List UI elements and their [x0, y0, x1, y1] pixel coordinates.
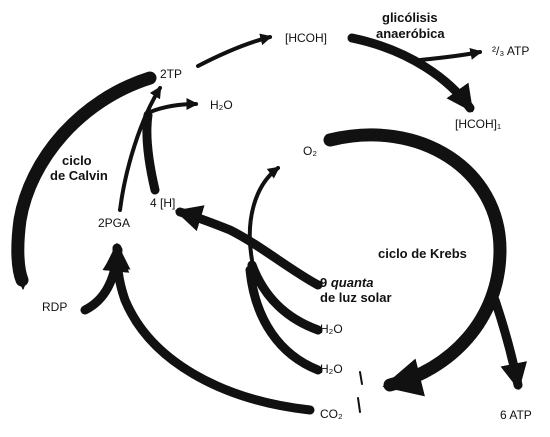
label-2tp: 2TP [160, 67, 182, 81]
label-o2: O₂ [303, 144, 317, 158]
arrow-4h-up [142, 110, 160, 195]
label-hcoh1: [HCOH]₁ [455, 117, 501, 131]
arrow-2tp-to-hcoh [196, 33, 273, 68]
break-mark-upper [359, 371, 363, 385]
label-quanta-1: 9 quanta [320, 275, 373, 290]
arrow-fan-h2o-mid [247, 260, 323, 335]
arrow-to-h2o-top [148, 98, 199, 114]
label-co2: CO₂ [320, 407, 343, 421]
arrow-fan-to-4h [174, 205, 323, 290]
label-glycolysis-2: anaeróbica [376, 26, 445, 41]
arrow-fan-h2o-low [245, 265, 323, 375]
label-six-atp: 6 ATP [500, 408, 532, 422]
label-4h: 4 [H] [150, 196, 175, 210]
arrow-co2-to-2pga [103, 242, 315, 415]
arrow-calvin-outer-arc [11, 71, 157, 287]
arrow-hcoh-to-hcoh1 [347, 33, 475, 113]
label-quanta-prefix: 9 [320, 275, 331, 290]
label-glycolysis-1: glicólisis [382, 10, 438, 25]
arrow-to-six-atp [490, 295, 528, 391]
label-calvin-2: de Calvin [50, 168, 108, 183]
break-mark-lower [357, 397, 361, 413]
label-2pga: 2PGA [98, 216, 130, 230]
label-rdp: RDP [42, 300, 67, 314]
arrow-fan-to-o2 [247, 166, 280, 262]
arrow-calvin-outer-tip [17, 264, 28, 290]
label-h2o-top: H₂O [210, 98, 233, 112]
arrow-2pga-to-2tp [118, 85, 162, 212]
label-krebs: ciclo de Krebs [378, 246, 467, 261]
label-two-thirds-atp: ²/₃ ATP [492, 44, 529, 58]
label-h2o-low: H₂O [320, 362, 343, 376]
arrow-krebs-circle [323, 128, 507, 397]
label-calvin-1: ciclo [62, 153, 92, 168]
label-hcoh: [HCOH] [285, 31, 327, 45]
label-quanta-2: de luz solar [320, 290, 392, 305]
label-h2o-mid: H₂O [320, 322, 343, 336]
arrow-to-two-thirds-atp [418, 47, 483, 62]
label-quanta-word: quanta [331, 275, 374, 290]
